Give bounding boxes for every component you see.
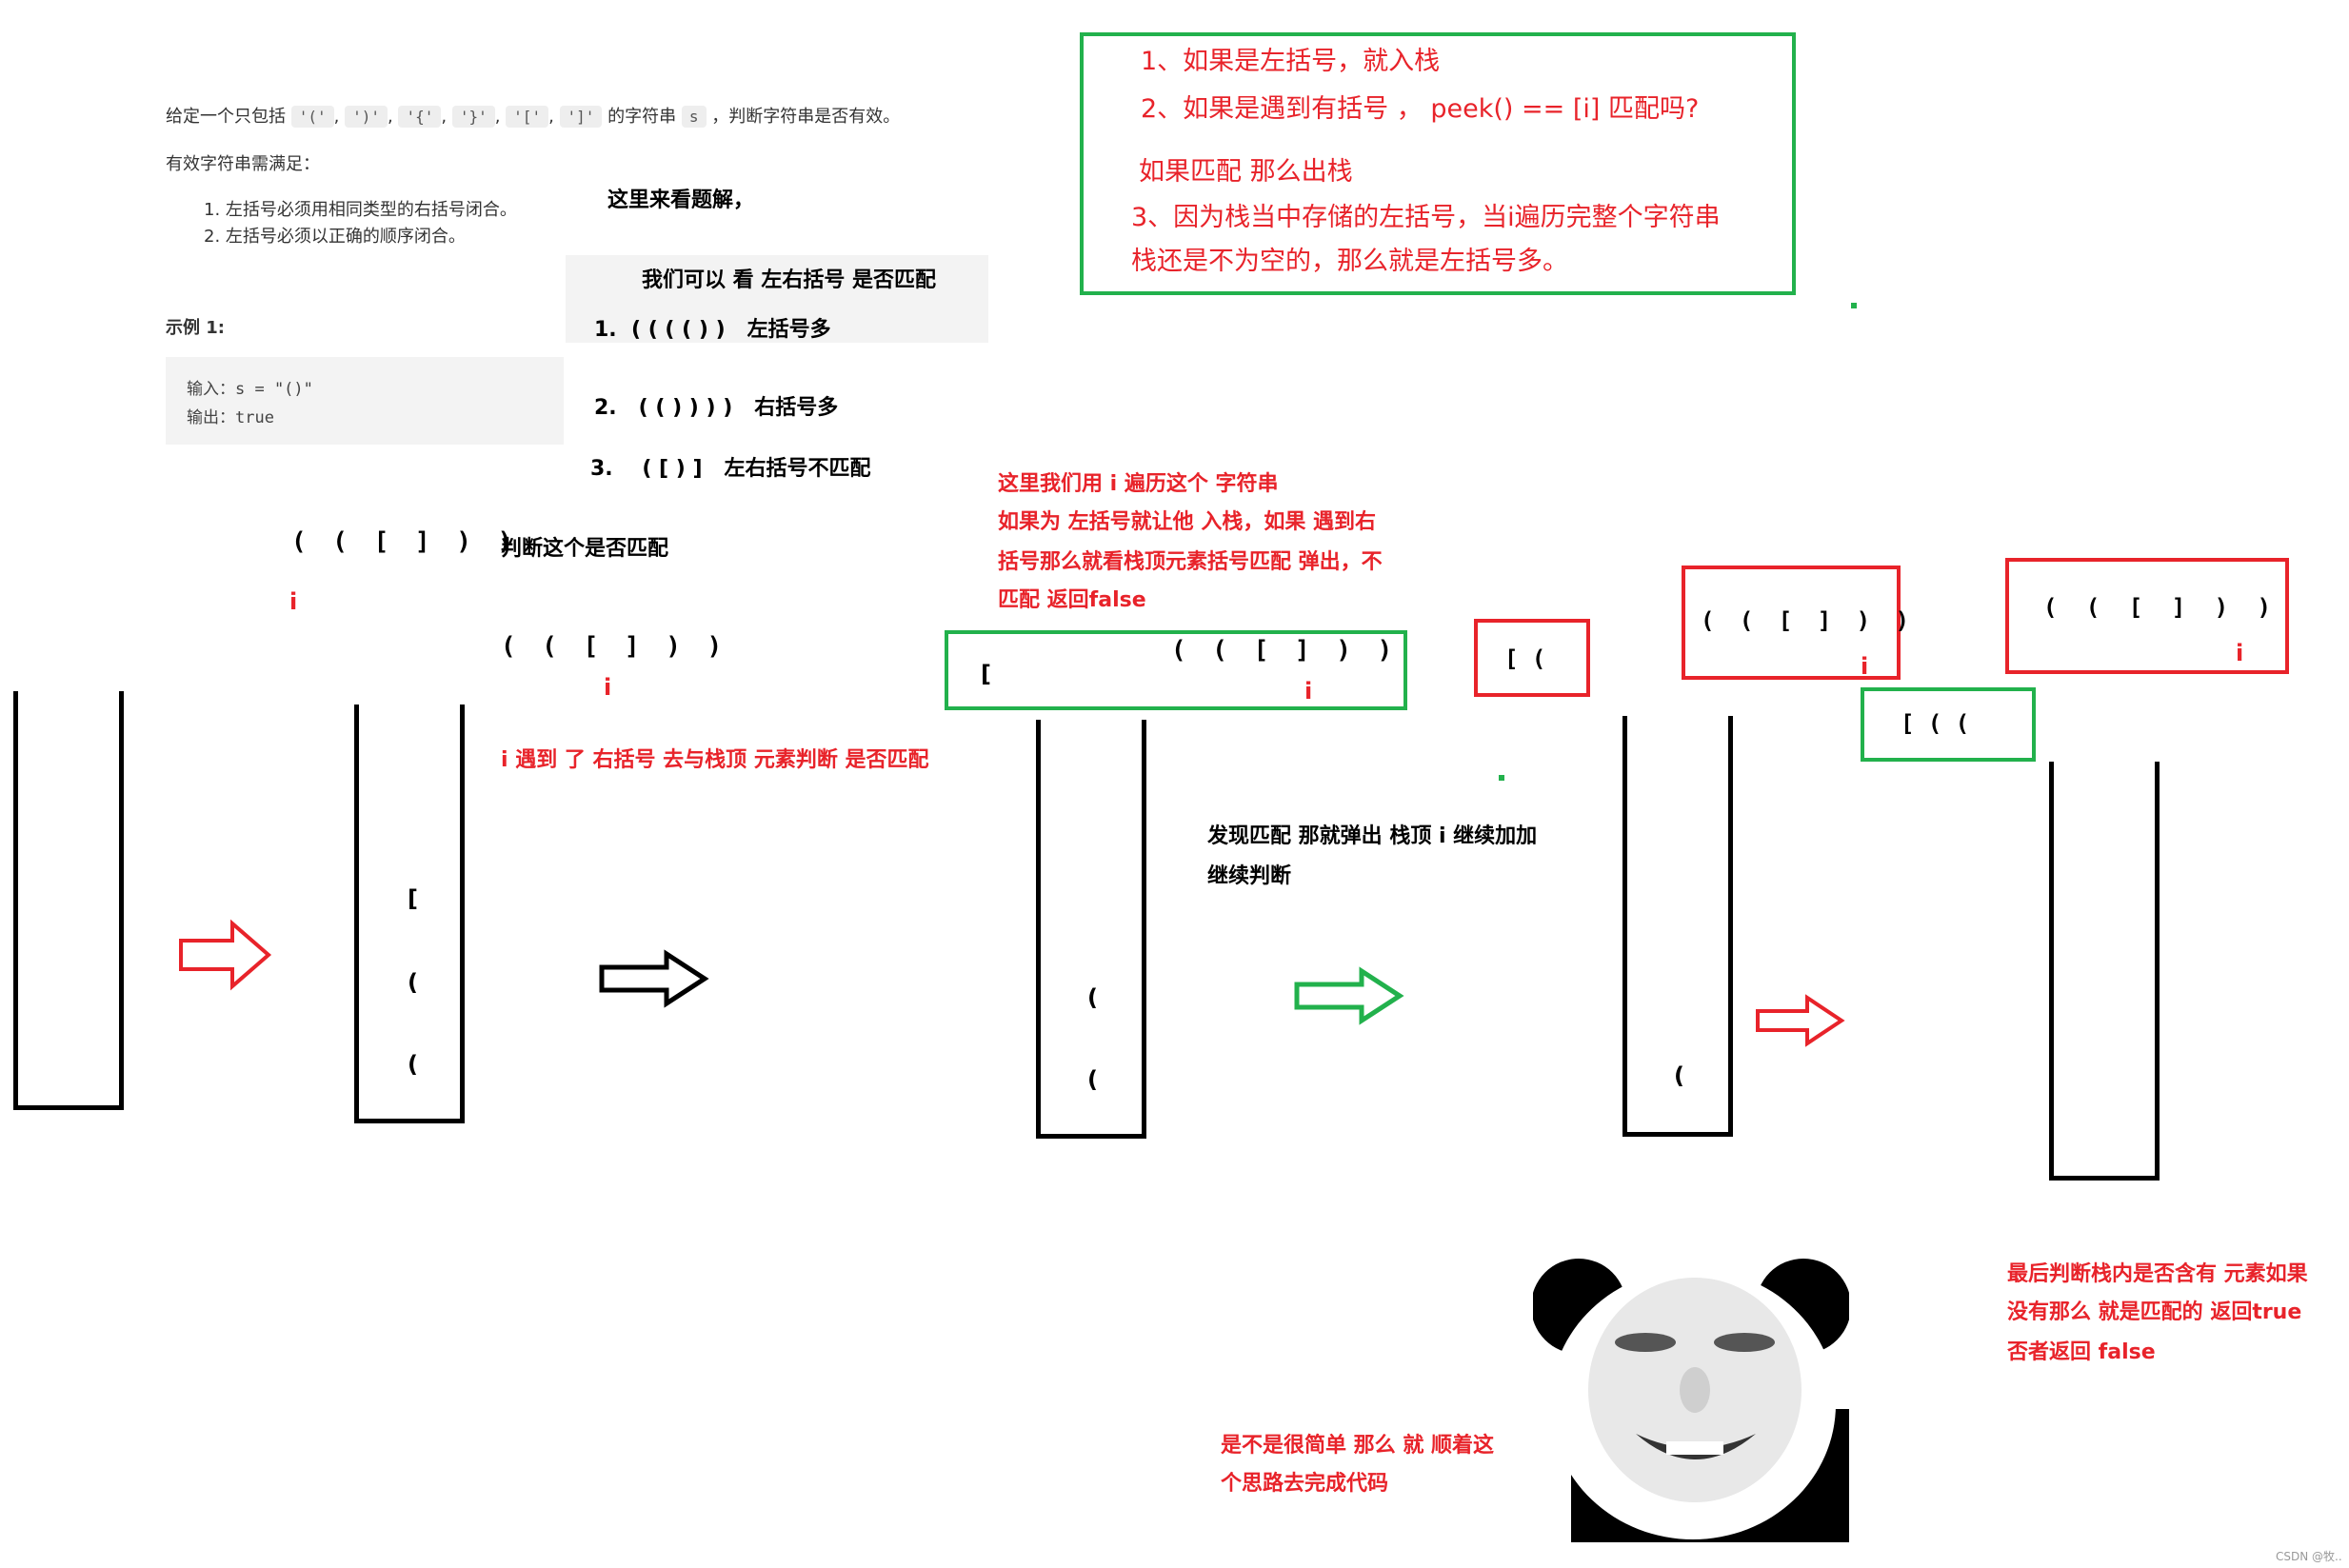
step2-pointer: i [604, 674, 612, 701]
step4-pointer: i [1861, 653, 1869, 680]
case-3-num: 3. [590, 457, 613, 481]
step4-expr-box [1682, 566, 1901, 680]
stack2-item-mid: ( [408, 969, 418, 996]
stack-step3 [1036, 720, 1146, 1139]
step1-expr: ( ( [ ] ) ) [291, 527, 519, 556]
step3-explain-3: 括号那么就看栈顶元素括号匹配 弹出，不 [998, 550, 1383, 574]
case-1-expr: ( ( ( ( ) ) [631, 318, 726, 342]
stack-step5-empty [2049, 762, 2160, 1181]
green-arrow [1294, 966, 1404, 1025]
meme-caption-2: 个思路去完成代码 [1221, 1472, 1389, 1496]
black-arrow [599, 949, 709, 1008]
case-1-num: 1. [594, 318, 617, 342]
final-note-3: 否者返回 false [2007, 1340, 2156, 1364]
char-5: ']' [559, 106, 603, 128]
dot-green-2 [1499, 775, 1504, 781]
step5-green-box-text: [ ( ( [1901, 710, 1970, 737]
stack3-item-bottom: ( [1087, 1066, 1098, 1093]
step4-note-1: 发现匹配 那就弹出 栈顶 i 继续加加 [1207, 824, 1538, 848]
analysis-bg [566, 255, 988, 343]
step5-green-box [1861, 687, 2036, 762]
stack-step4 [1622, 716, 1733, 1137]
rule-line-3: 如果匹配 那么出栈 [1139, 157, 1353, 187]
rule-line-5: 栈还是不为空的，那么就是左括号多。 [1131, 247, 1568, 276]
step5-pointer: i [2236, 640, 2244, 666]
rule-line-2: 2、如果是遇到有括号 ， peek() == [i] 匹配吗? [1141, 94, 1700, 124]
step2-note: i 遇到 了 右括号 去与栈顶 元素判断 是否匹配 [501, 748, 929, 772]
watermark: CSDN @牧.. [2276, 1550, 2342, 1563]
red-arrow-1 [179, 919, 272, 991]
intro-prefix: 给定一个只包括 [166, 107, 286, 127]
step3-explain-2: 如果为 左括号就让他 入栈，如果 遇到右 [998, 510, 1376, 534]
valid-title: 有效字符串需满足： [166, 154, 320, 174]
analysis-title: 这里来看题解， [607, 189, 755, 212]
stack-step2 [354, 705, 465, 1123]
step1-judge: 判断这个是否匹配 [501, 537, 669, 561]
case-1-desc: 左括号多 [747, 318, 831, 342]
rule-line-4: 3、因为栈当中存储的左括号，当i遍历完整个字符串 [1131, 203, 1721, 232]
step2-expr: ( ( [ ] ) ) [501, 632, 728, 661]
char-4: '[' [506, 106, 549, 128]
example-input: 输入：s = "()" [187, 380, 313, 399]
var-s: s [681, 106, 707, 128]
step3-explain-1: 这里我们用 i 遍历这个 字符串 [998, 472, 1279, 496]
step4-note-2: 继续判断 [1207, 864, 1292, 888]
stack4-item: ( [1674, 1062, 1684, 1089]
rule-1: 1. 左括号必须用相同类型的右括号闭合。 [204, 200, 517, 220]
case-2-num: 2. [594, 396, 617, 420]
rule-2: 2. 左括号必须以正确的顺序闭合。 [204, 227, 466, 247]
step4-small-box-text: [ ( [1504, 645, 1546, 672]
case-1: 1. ( ( ( ( ) ) 左括号多 [594, 312, 831, 343]
case-2-expr: ( ( ) ) ) ) [638, 396, 733, 420]
step5-expr: ( ( [ ] ) ) [2043, 594, 2279, 621]
final-note-1: 最后判断栈内是否含有 元素如果 [2007, 1262, 2308, 1286]
stack2-item-top: [ [408, 885, 418, 912]
char-3: '}' [451, 106, 495, 128]
step3-box-left: [ [981, 661, 991, 687]
step3-box-expr: ( ( [ ] ) ) [1171, 636, 1399, 665]
panda-meme-image [1533, 1247, 1849, 1542]
step3-pointer: i [1304, 678, 1313, 705]
red-arrow-2 [1756, 994, 1845, 1047]
step5-expr-box [2005, 558, 2289, 674]
rules-box [1080, 32, 1796, 295]
example-title: 示例 1: [166, 318, 225, 338]
stack3-item-top: ( [1087, 984, 1098, 1011]
intro-mid: 的字符串 [607, 107, 677, 127]
dot-green [1851, 303, 1857, 308]
stack-empty [13, 691, 124, 1110]
meme-caption-1: 是不是很简单 那么 就 顺着这 [1221, 1434, 1494, 1458]
case-2: 2. ( ( ) ) ) ) 右括号多 [594, 390, 838, 421]
problem-statement: 给定一个只包括 '(', ')', '{', '}', '[', ']' 的字符… [166, 106, 901, 128]
step3-box [945, 630, 1407, 710]
case-3-expr: ( [ ) ] [642, 457, 703, 481]
intro-suffix: ，判断字符串是否有效。 [711, 107, 901, 127]
case-3-desc: 左右括号不匹配 [724, 457, 871, 481]
char-1: ')' [345, 106, 388, 128]
final-note-2: 没有那么 就是匹配的 返回true [2007, 1300, 2302, 1324]
case-2-desc: 右括号多 [754, 396, 839, 420]
char-0: '(' [290, 106, 334, 128]
analysis-subtitle: 我们可以 看 左右括号 是否匹配 [642, 268, 936, 292]
example-output: 输出：true [187, 408, 274, 427]
step4-expr: ( ( [ ] ) ) [1701, 607, 1915, 634]
step1-pointer: i [289, 588, 298, 615]
case-3: 3. ( [ ) ] 左右括号不匹配 [590, 451, 871, 482]
rule-line-1: 1、如果是左括号，就入栈 [1141, 47, 1441, 76]
step3-explain-4: 匹配 返回false [998, 588, 1146, 612]
char-2: '{' [398, 106, 442, 128]
example-box [166, 357, 564, 445]
stack2-item-bottom: ( [408, 1051, 418, 1078]
step4-small-box [1474, 619, 1590, 697]
